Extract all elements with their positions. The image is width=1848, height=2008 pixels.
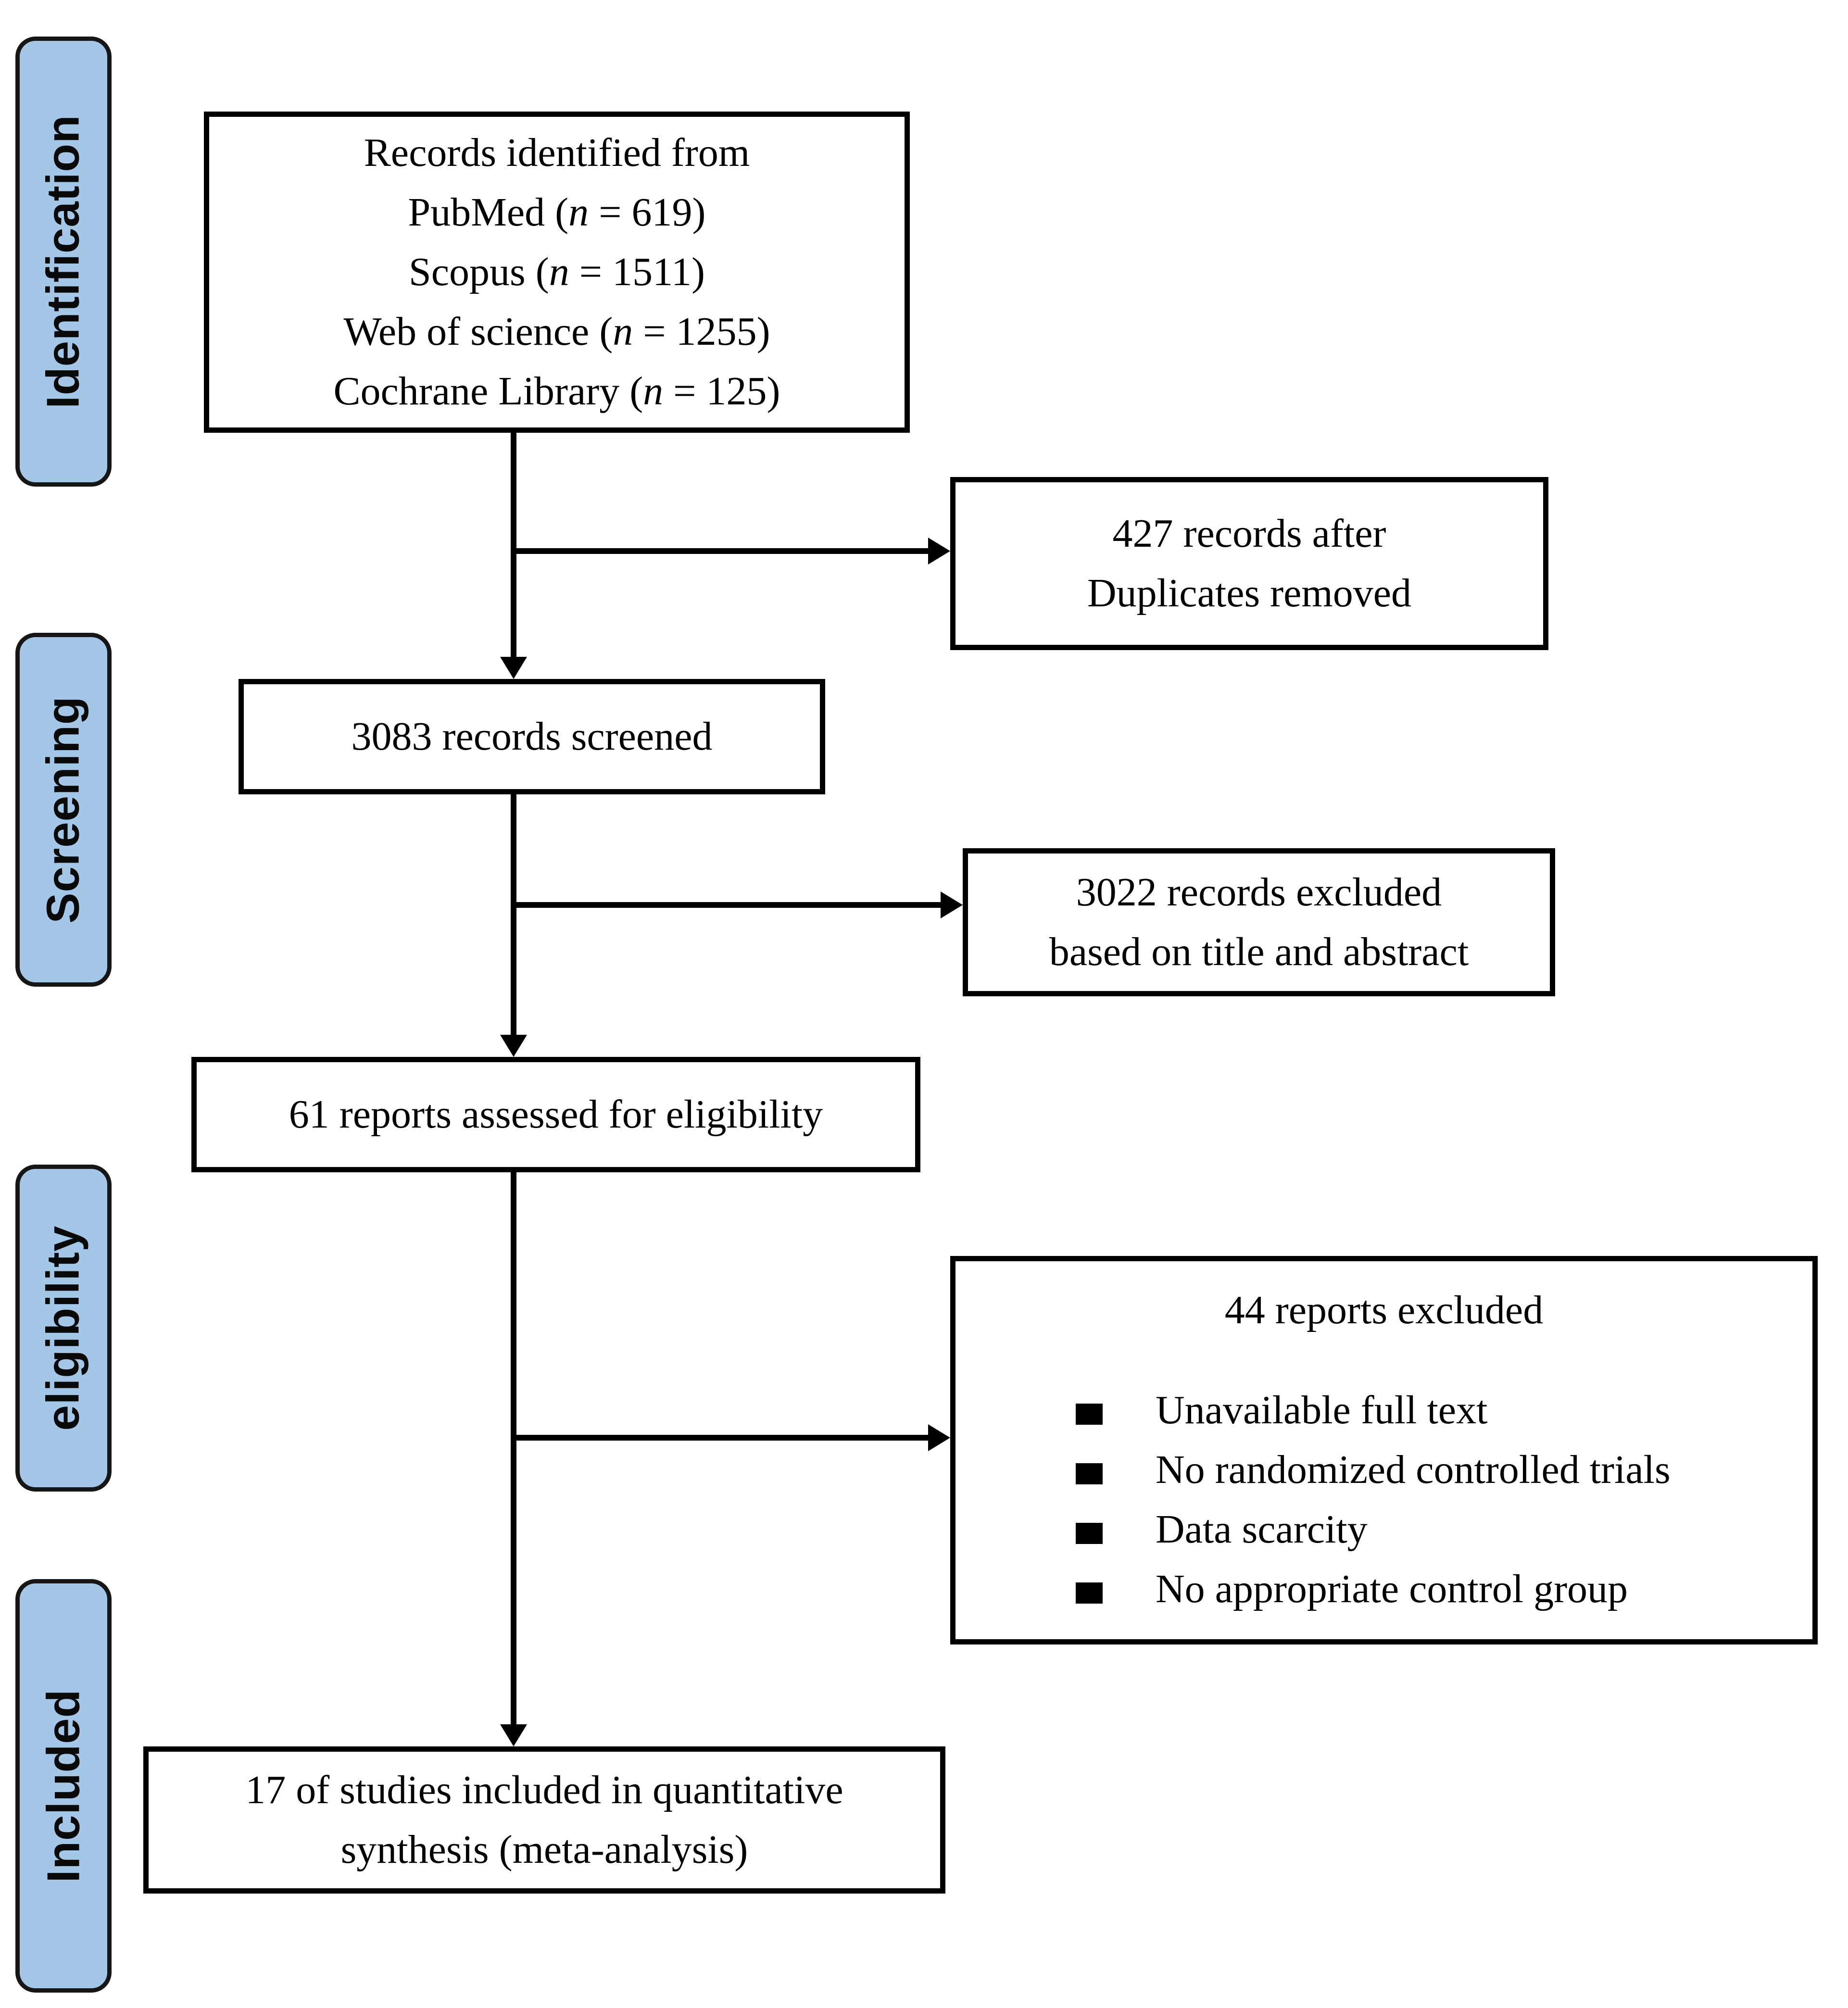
text-line: Web of science (n = 1255) — [209, 302, 905, 362]
box-reports-assessed: 61 reports assessed for eligibility — [191, 1057, 920, 1172]
text-line: based on title and abstract — [1049, 929, 1469, 974]
text-segment: Web of science ( — [343, 309, 613, 354]
connector-vertical-screened-to-assessed — [511, 794, 516, 1038]
square-bullet-icon — [1076, 1582, 1103, 1604]
box-records-screened-text: 3083 records screened — [351, 714, 713, 759]
square-bullet-icon — [1076, 1403, 1103, 1425]
text-line: 3022 records excluded — [1076, 870, 1442, 915]
text-segment: = 1255) — [633, 309, 770, 354]
stage-label-screening-text: Screening — [38, 696, 89, 924]
italic-variable: n — [613, 309, 633, 354]
square-bullet-icon — [1076, 1463, 1103, 1484]
text-line: PubMed (n = 619) — [209, 183, 905, 242]
excluded-reason-item: Unavailable full text — [955, 1380, 1812, 1440]
arrow-down-icon — [500, 657, 527, 679]
connector-vertical-assessed-to-included — [511, 1172, 516, 1727]
arrow-down-icon — [500, 1035, 527, 1057]
box-reports-excluded: 44 reports excluded Unavailable full tex… — [950, 1256, 1818, 1644]
text-segment: PubMed ( — [408, 190, 569, 235]
italic-variable: n — [549, 250, 569, 294]
arrow-right-icon — [928, 1424, 950, 1451]
stage-label-included: Included — [15, 1579, 112, 1993]
text-line: Cochrane Library (n = 125) — [209, 362, 905, 421]
connector-horizontal-to-duplicates-removed — [511, 548, 931, 554]
italic-variable: n — [643, 369, 664, 414]
text-line: Scopus (n = 1511) — [209, 242, 905, 302]
excluded-reason-text: Unavailable full text — [1156, 1388, 1488, 1432]
excluded-reasons-list: Unavailable full text No randomized contr… — [955, 1380, 1812, 1619]
arrow-right-icon — [928, 538, 950, 565]
excluded-reason-item: Data scarcity — [955, 1500, 1812, 1559]
connector-vertical-identified-to-screened — [511, 433, 516, 660]
box-records-excluded: 3022 records excluded based on title and … — [963, 848, 1555, 996]
arrow-right-icon — [941, 891, 963, 918]
text-line: synthesis (meta-analysis) — [340, 1827, 748, 1872]
excluded-reason-text: Data scarcity — [1156, 1507, 1368, 1552]
excluded-reason-text: No randomized controlled trials — [1156, 1447, 1671, 1492]
box-records-screened: 3083 records screened — [239, 679, 825, 794]
text-segment: Cochrane Library ( — [333, 369, 643, 414]
text-line: 17 of studies included in quantitative — [245, 1768, 843, 1812]
excluded-reason-item: No appropriate control group — [955, 1559, 1812, 1619]
connector-horizontal-to-reports-excluded — [511, 1435, 931, 1441]
arrow-down-icon — [500, 1724, 527, 1746]
text-line: Records identified from — [209, 123, 905, 183]
stage-label-screening: Screening — [15, 633, 112, 987]
text-line: 427 records after — [1112, 511, 1386, 556]
italic-variable: n — [568, 190, 589, 235]
box-reports-assessed-text: 61 reports assessed for eligibility — [289, 1092, 823, 1137]
box-reports-excluded-title: 44 reports excluded — [1224, 1288, 1544, 1332]
text-segment: = 1511) — [569, 250, 705, 294]
box-studies-included: 17 of studies included in quantitative sy… — [143, 1746, 945, 1894]
text-line: Duplicates removed — [1087, 571, 1412, 615]
stage-label-included-text: Included — [38, 1689, 89, 1883]
square-bullet-icon — [1076, 1522, 1103, 1544]
excluded-reason-item: No randomized controlled trials — [955, 1440, 1812, 1500]
text-segment: = 619) — [589, 190, 706, 235]
stage-label-eligibility-text: eligibility — [38, 1225, 89, 1431]
stage-label-identification-text: Identification — [38, 114, 89, 409]
stage-label-identification: Identification — [15, 37, 112, 487]
stage-label-eligibility: eligibility — [15, 1165, 112, 1492]
excluded-reason-text: No appropriate control group — [1156, 1567, 1628, 1611]
connector-horizontal-to-records-excluded — [511, 902, 943, 908]
text-segment: Records identified from — [364, 130, 750, 175]
text-segment: Scopus ( — [409, 250, 549, 294]
text-segment: = 125) — [663, 369, 780, 414]
